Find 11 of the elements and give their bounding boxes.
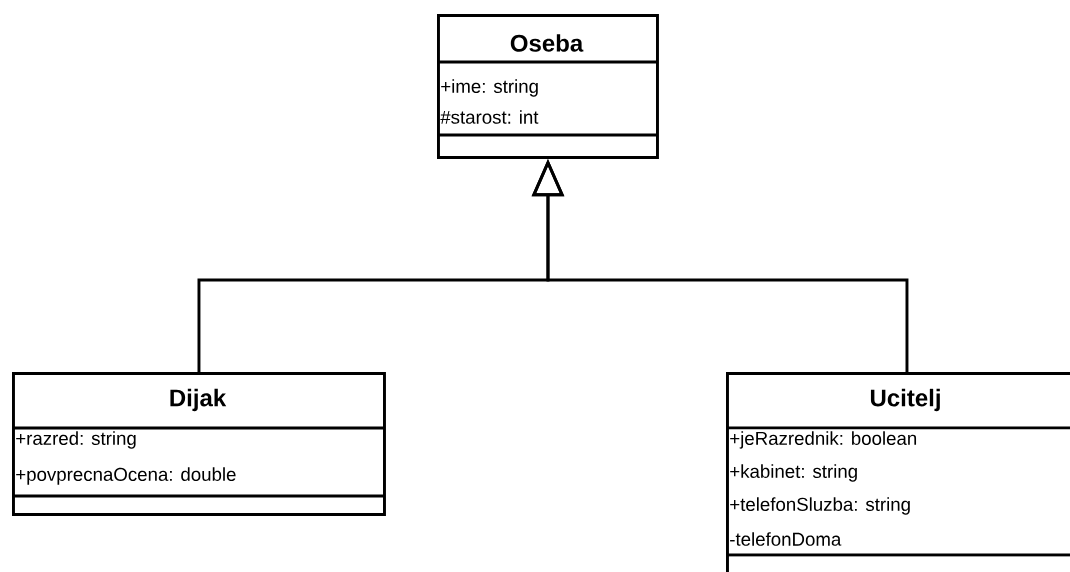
attribute-text: +ime: string [441,79,538,97]
attribute-text: +telefonSluzba: string [730,497,910,515]
attribute-text: #starost: int [440,110,539,124]
attribute-text: -telefonDoma [730,532,842,546]
class-name: Dijak [170,388,227,412]
attribute-text: +jeRazrednik: boolean [730,431,917,449]
class-name: Ucitelj [870,388,940,412]
attribute-text: +razred: string [16,431,136,449]
attribute-text: +povprecnaOcena: double [16,467,236,485]
class-name: Oseba [510,34,584,52]
attribute-text: +kabinet: string [730,464,857,482]
